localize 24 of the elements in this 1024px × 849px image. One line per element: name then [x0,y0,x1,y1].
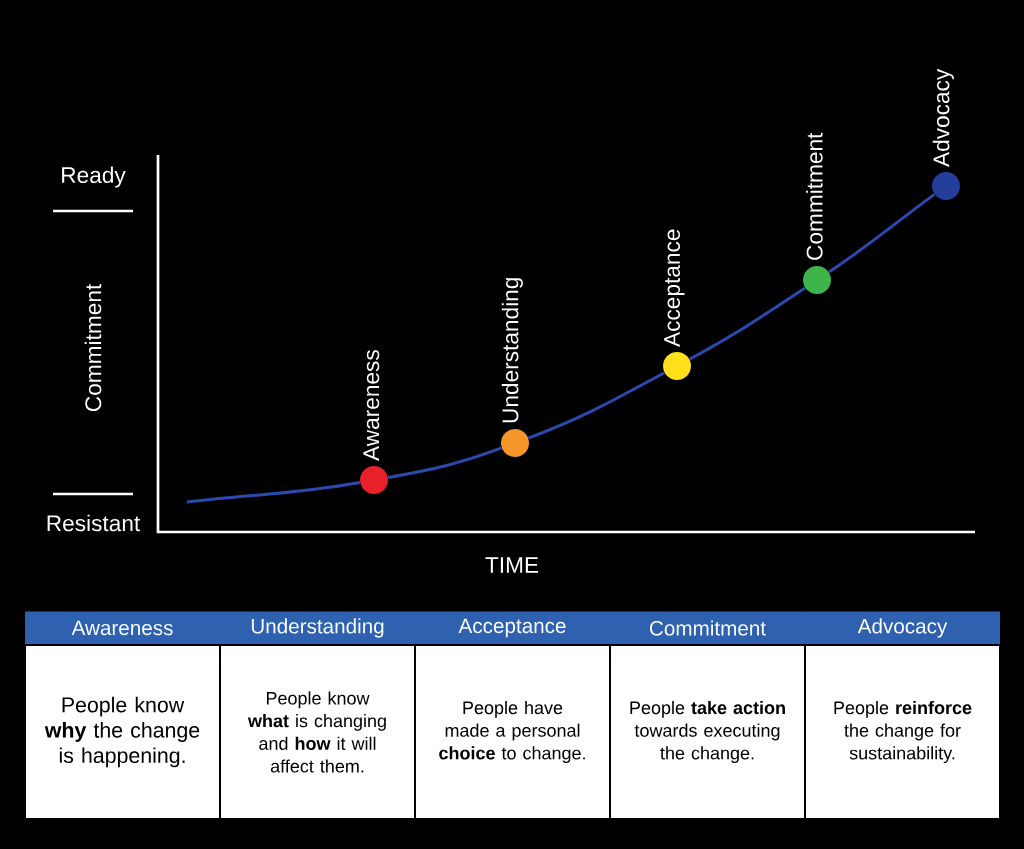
table-cell: People reinforce the change for sustainability. [804,644,1001,820]
axis-label: Commitment [84,283,102,412]
curve-segment [527,371,666,440]
table-header-cell: Advocacy [805,611,1000,645]
node-label: Commitment [806,132,823,260]
axis-label: TIME [485,557,539,573]
curve-segment [186,481,361,504]
axis-label: Ready [62,166,126,188]
table-cell: People know why the change is happening. [24,644,221,820]
curve-segment [828,193,936,274]
node-label: Understanding [501,278,523,423]
curve-segment [387,446,503,479]
node-label: Acceptance [664,229,685,347]
table-cell: People take action towards executing the change. [609,644,806,820]
table-cell: People know what is changing and how it will affect them. [219,644,416,820]
table-header-cell: Awareness [25,611,220,645]
node-label: Awareness [363,350,380,461]
node-label: Advocacy [932,68,954,167]
table-cell: People have made a personal choice to change. [414,644,611,820]
curve-segment [688,286,806,361]
table-header-cell: Commitment [610,611,805,645]
axis-label: Resistant [47,514,141,532]
table-header-cell: Understanding [220,611,415,645]
table-header-cell: Acceptance [415,611,610,645]
